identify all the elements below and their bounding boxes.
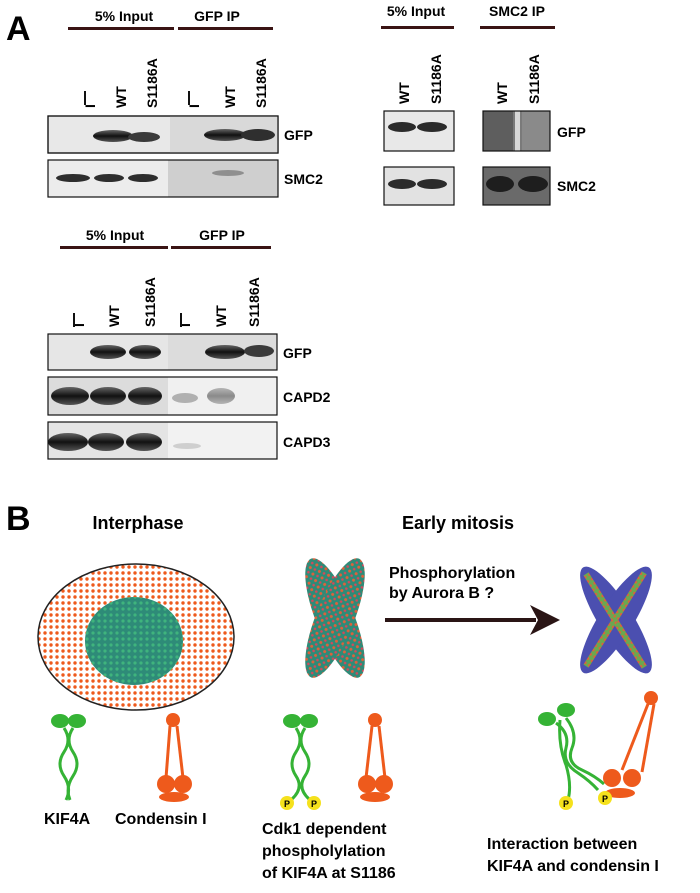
phospho-marker-2: P	[307, 796, 321, 810]
blot1-row-gfp: GFP	[284, 127, 313, 143]
phosphorylation-arrow	[385, 605, 560, 635]
blot1-lane-3: S1186A	[144, 58, 160, 108]
blot3-lane-2: WT	[106, 305, 122, 327]
svg-text:P: P	[602, 794, 608, 804]
interaction-text-line1: Interaction between	[487, 836, 637, 853]
blot3-row-gfp: GFP	[283, 345, 312, 361]
interaction-text-line2: KIF4A and condensin I	[487, 858, 659, 875]
cdk1-text-line1: Cdk1 dependent	[262, 821, 387, 838]
kif4a-bound-molecule	[538, 703, 605, 801]
blot3-capd3-strip	[47, 421, 278, 460]
svg-text:P: P	[311, 799, 317, 809]
blot3-ip-bar	[171, 246, 271, 249]
condensin-molecule-mitosis	[358, 713, 393, 802]
blot1-dash-1	[84, 91, 86, 105]
panel-b-label: B	[6, 500, 31, 538]
blot2-group-ip: SMC2 IP	[489, 3, 545, 19]
phospho-marker-1: P	[280, 796, 294, 810]
cdk1-text-line3: of KIF4A at S1186	[262, 865, 396, 882]
blot1-lane-6: S1186A	[253, 58, 269, 108]
blot3-dash-1	[73, 313, 75, 327]
blot2-ip-bar	[480, 26, 555, 29]
blot1-lane-1: I	[82, 104, 98, 108]
blot3-lane-5: WT	[213, 305, 229, 327]
blot1-ip-bar	[178, 27, 273, 30]
blot3-capd2-strip	[47, 376, 278, 416]
blot1-dash-4	[188, 91, 190, 105]
blot3-lane-3: S1186A	[142, 277, 158, 327]
blot1-gfp-strip	[47, 115, 279, 154]
phospho-marker-3: P	[559, 796, 573, 810]
blot2-smc2-strip	[383, 166, 551, 206]
blot2-row-gfp: GFP	[557, 124, 586, 140]
blot2-gfp-strip	[383, 110, 551, 152]
condensin-molecule	[157, 713, 192, 802]
kif4a-phospho-molecule	[283, 714, 318, 801]
condensin-label: Condensin I	[115, 811, 207, 828]
svg-text:P: P	[284, 799, 290, 809]
early-mitosis-title: Early mitosis	[402, 513, 514, 533]
blot2-lane-2: S1186A	[428, 54, 444, 104]
kif4a-molecule	[51, 714, 86, 801]
blot3-input-bar	[60, 246, 168, 249]
blot3-lane-6: S1186A	[246, 277, 262, 327]
blot3-lane-4: I	[177, 323, 193, 327]
svg-text:P: P	[563, 799, 569, 809]
blot2-lane-3: WT	[494, 82, 510, 104]
blot1-group-input: 5% Input	[95, 8, 154, 24]
blot3-lane-1: I	[71, 323, 87, 327]
blot3-row-capd2: CAPD2	[283, 389, 331, 405]
blot2-input-bar	[381, 26, 454, 29]
blot3-group-ip: GFP IP	[199, 227, 245, 243]
condensin-bound-molecule	[603, 691, 658, 798]
blot3-dash-4	[180, 313, 182, 327]
phospho-marker-4: P	[598, 791, 612, 805]
kif4a-label: KIF4A	[44, 811, 91, 828]
blot3-group-input: 5% Input	[86, 227, 145, 243]
blot1-row-smc2: SMC2	[284, 171, 323, 187]
mitotic-chromosome	[305, 558, 365, 678]
blot2-lane-4: S1186A	[526, 54, 542, 104]
blot2-lane-1: WT	[396, 82, 412, 104]
blot3-gfp-strip	[47, 333, 278, 371]
interphase-title: Interphase	[92, 513, 183, 533]
panel-a-label: A	[6, 10, 31, 48]
arrow-label-line2: by Aurora B ?	[389, 585, 494, 602]
blot2-group-input: 5% Input	[387, 3, 446, 19]
cdk1-text-line2: phospholylation	[262, 843, 386, 860]
blot3-row-capd3: CAPD3	[283, 434, 331, 450]
blot2-row-smc2: SMC2	[557, 178, 596, 194]
blot1-lane-5: WT	[222, 86, 238, 108]
interphase-cell	[37, 563, 235, 711]
blot1-lane-2: WT	[113, 86, 129, 108]
blot1-input-bar	[68, 27, 174, 30]
blot1-smc2-strip	[47, 159, 279, 198]
arrow-label-line1: Phosphorylation	[389, 565, 515, 582]
blot1-group-ip: GFP IP	[194, 8, 240, 24]
blot1-lane-4: I	[186, 104, 202, 108]
condensed-chromosome-blue	[580, 566, 652, 674]
